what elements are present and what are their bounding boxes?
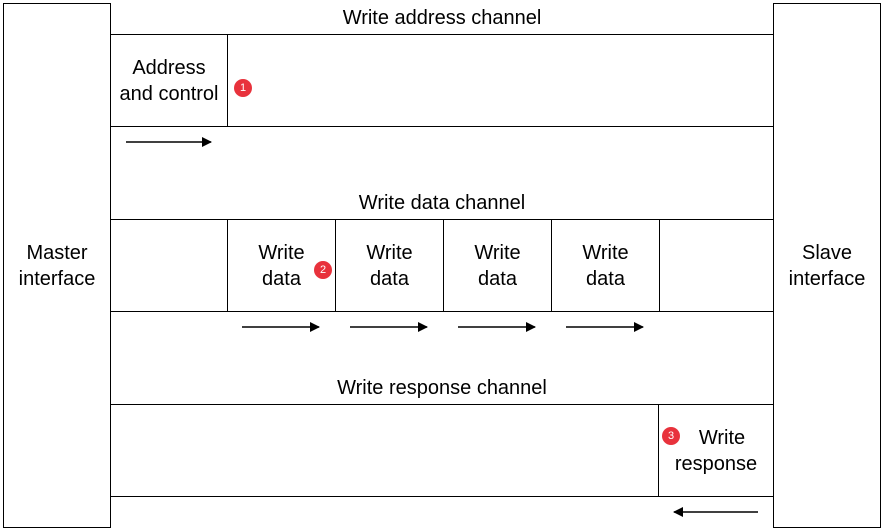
write-data-channel-title: Write data channel: [358, 192, 526, 214]
write-data-cell-2: Write data: [335, 219, 444, 312]
master-interface-line2: interface: [18, 267, 96, 290]
master-interface-line1: Master: [26, 241, 88, 264]
step-badge-1: 1: [234, 79, 252, 97]
address-control-cell: Address and control: [110, 34, 228, 127]
step-badge-3: 3: [662, 427, 680, 445]
address-control-line1: Address: [132, 56, 206, 79]
write-data-cell-1-line1: Write: [258, 241, 305, 264]
slave-interface-line2: interface: [788, 267, 866, 290]
write-data-cell-2-line1: Write: [366, 241, 413, 264]
slave-interface: Slave interface: [773, 3, 881, 528]
write-data-cell-4: Write data: [551, 219, 660, 312]
write-response-line2: response: [674, 452, 758, 475]
slave-interface-line1: Slave: [801, 241, 853, 264]
write-address-channel-title: Write address channel: [342, 7, 542, 29]
step-badge-2: 2: [314, 261, 332, 279]
write-data-cell-4-line2: data: [586, 267, 625, 290]
write-data-cell-2-line2: data: [370, 267, 409, 290]
address-control-line2: and control: [119, 82, 219, 105]
master-interface: Master interface: [3, 3, 111, 528]
write-response-channel-title: Write response channel: [337, 377, 547, 399]
write-data-cell-1-line2: data: [262, 267, 301, 290]
write-data-cell-3-line1: Write: [474, 241, 521, 264]
write-response-cell: Write response: [658, 404, 774, 497]
write-data-cell-3-line2: data: [478, 267, 517, 290]
write-response-line1: Write: [698, 426, 746, 449]
write-data-cell-4-line1: Write: [582, 241, 629, 264]
write-data-cell-3: Write data: [443, 219, 552, 312]
